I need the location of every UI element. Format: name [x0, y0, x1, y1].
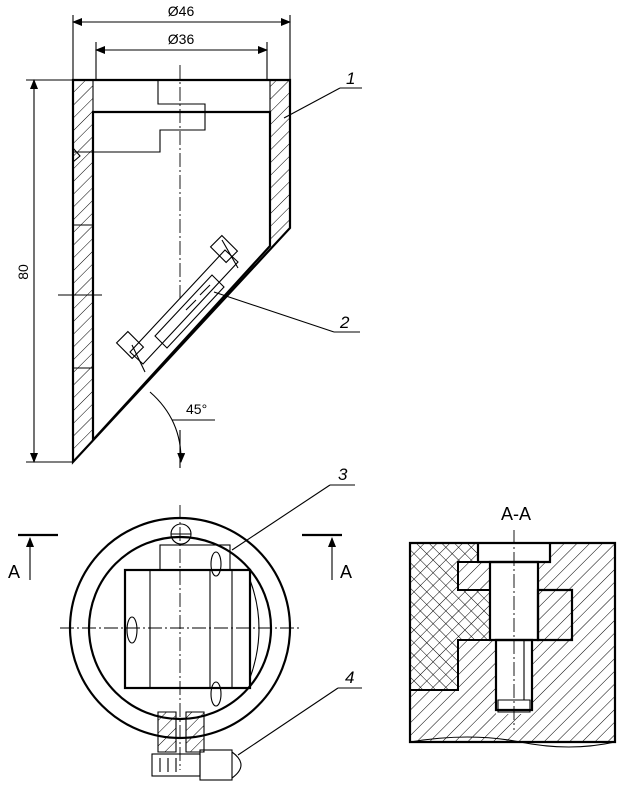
section-title: A-A	[501, 504, 531, 524]
section-mark-left: A	[8, 562, 20, 582]
step-feature	[93, 80, 206, 153]
screw-lower	[115, 330, 145, 360]
dim-outer-diameter: Ø46	[168, 3, 195, 19]
hole-top	[210, 551, 222, 577]
inner-block	[123, 568, 252, 690]
angle-arc	[149, 391, 186, 463]
block-curve	[249, 579, 260, 679]
screw-lower-leg	[131, 344, 146, 373]
part-2-strip	[129, 249, 239, 365]
dim-height: 80	[15, 264, 31, 280]
inner-contour	[91, 110, 272, 443]
weld-mark	[72, 147, 81, 163]
part-2-plate	[154, 274, 225, 349]
callout-4: 4	[345, 668, 354, 687]
strip-mark-2	[199, 284, 211, 296]
plan-view: 3 4 A A	[8, 465, 362, 781]
callout-3: 3	[338, 465, 348, 484]
outer-contour	[71, 78, 292, 465]
side-hole-left	[126, 616, 138, 644]
dim-inner-diameter: Ø36	[168, 31, 195, 47]
dim-angle: 45°	[186, 401, 207, 417]
left-wall-hatch	[73, 80, 93, 462]
section-a-a-view: A-A	[408, 504, 617, 748]
callout-3-leader	[231, 484, 331, 551]
pin-body	[488, 560, 540, 642]
block-top-tab	[159, 544, 231, 571]
side-section-view: Ø46 Ø36 80 45° 1 2	[15, 3, 362, 468]
pin-end	[497, 699, 531, 713]
section-break-line	[409, 736, 616, 748]
hole-bottom	[210, 681, 222, 707]
clamp-lug-hatch	[157, 711, 205, 753]
callout-2: 2	[339, 313, 350, 332]
callout-4-leader	[237, 687, 339, 756]
section-mark-right: A	[340, 562, 352, 582]
callout-1: 1	[346, 69, 355, 88]
screw-upper-leg	[221, 239, 239, 269]
strip-mark-1	[185, 299, 197, 311]
pin-shank	[494, 638, 534, 712]
right-wall-hatch	[270, 80, 290, 246]
clamp-screw-tip	[231, 751, 242, 779]
callout-1-leader	[283, 87, 341, 119]
callout-2-leader	[213, 291, 335, 333]
clamp-screw-nut	[199, 749, 233, 781]
